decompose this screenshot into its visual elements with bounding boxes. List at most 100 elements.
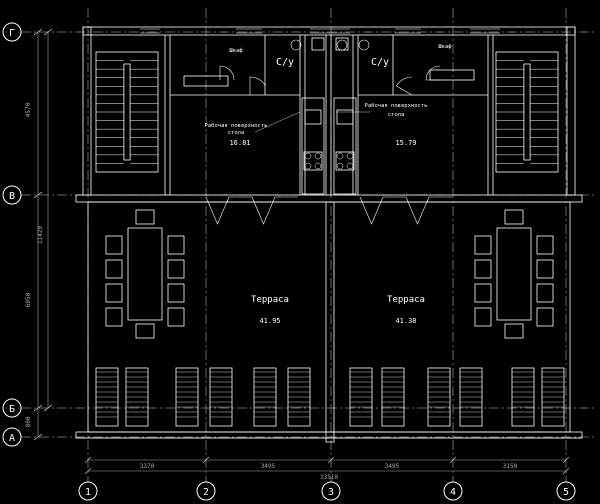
chair [536, 259, 554, 279]
chair [504, 209, 524, 225]
toilet-fixture [290, 39, 302, 51]
area-terrace-left: 41.95 [259, 317, 280, 325]
dimension-tick [43, 28, 53, 36]
folding-door-right [359, 196, 452, 225]
area-terrace-right: 41.38 [395, 317, 416, 325]
dimension-tick [202, 456, 210, 464]
closet-label-left: Шкаф [229, 48, 243, 54]
door-swing [425, 65, 441, 81]
axis-bubble [2, 398, 22, 418]
burner [336, 152, 344, 160]
worktop-label-left-2: стола [228, 130, 245, 136]
door-swing [249, 76, 266, 95]
wc-label-right: С/у [371, 57, 389, 68]
kitchen-sink [336, 109, 354, 125]
stair-well [123, 63, 131, 161]
axis-label: 4 [450, 487, 456, 498]
burner [304, 152, 312, 160]
chair [474, 283, 492, 303]
worktop-label-right: Рабочая поверхность [365, 102, 428, 109]
terrace-label-right: Терраса [387, 295, 425, 305]
drawing-geometry [21, 8, 595, 482]
dimension-tick [562, 467, 570, 475]
chair [474, 259, 492, 279]
dimension-tick [327, 456, 335, 464]
chair [105, 235, 123, 255]
stove [303, 151, 323, 171]
worktop-label-right-2: стола [388, 112, 405, 118]
chair [536, 283, 554, 303]
axis-label: 2 [203, 487, 209, 498]
terrace-label-left: Терраса [251, 295, 289, 305]
chair [536, 307, 554, 327]
axis-bubble [556, 481, 576, 501]
axis-bubble [443, 481, 463, 501]
closet [429, 69, 475, 81]
axis-label: А [9, 433, 15, 444]
dimension-tick [84, 456, 92, 464]
chair [167, 283, 185, 303]
axis-bubble [2, 22, 22, 42]
dimension-tick [33, 433, 43, 441]
chair [474, 307, 492, 327]
chair [167, 259, 185, 279]
dimension-text: 3150 [503, 463, 518, 470]
kitchen-counter [301, 97, 325, 195]
room-labels: С/у С/у Шкаф Шкаф Рабочая поверхность ст… [205, 44, 453, 325]
axis-bubble [78, 481, 98, 501]
bottom-dimensions: 3370 3495 3495 3150 13510 [140, 463, 518, 481]
outer-wall-right [566, 26, 576, 196]
door-swing [219, 65, 235, 81]
dimension-tick [43, 404, 53, 412]
chair [105, 307, 123, 327]
chair [105, 259, 123, 279]
area-kitchen-left: 16.81 [229, 139, 250, 147]
closet [183, 75, 229, 87]
chair [105, 283, 123, 303]
burner [346, 162, 354, 170]
chair [135, 209, 155, 225]
dining-table-right [496, 227, 532, 321]
chair [135, 323, 155, 339]
area-kitchen-right: 15.79 [395, 139, 416, 147]
axis-bubble [2, 185, 22, 205]
dimension-tick [33, 404, 43, 412]
axis-label: В [9, 191, 15, 202]
door-swing [396, 76, 413, 96]
dimension-tick [33, 191, 43, 199]
terrace-divider [325, 201, 335, 443]
stove [335, 151, 355, 171]
worktop-label-left: Рабочая поверхность [205, 122, 268, 129]
toilet-fixture [336, 39, 348, 51]
leader-line [254, 111, 301, 133]
dimension-text: 6050 [25, 292, 32, 307]
axis-bubble [196, 481, 216, 501]
dimension-text: 3495 [261, 463, 276, 470]
dimension-tick [33, 28, 43, 36]
burner [346, 152, 354, 160]
dimension-tick [562, 456, 570, 464]
terrace-edge [75, 194, 583, 203]
dimension-text: 3495 [385, 463, 400, 470]
burner [304, 162, 312, 170]
kitchen-counter [333, 97, 357, 195]
outer-wall-left [82, 26, 92, 196]
terrace-outline [87, 201, 571, 433]
axis-label: 3 [328, 487, 334, 498]
axis-label: Б [9, 404, 15, 415]
chair [474, 235, 492, 255]
dining-table-left [127, 227, 163, 321]
dimension-tick [449, 456, 457, 464]
chair [167, 235, 185, 255]
burner [336, 162, 344, 170]
row-axis-markers: Г В Б А [2, 22, 22, 447]
stair-well [523, 63, 531, 161]
dimension-total-text: 13510 [320, 474, 338, 481]
burner [314, 162, 322, 170]
sink-fixture [311, 37, 325, 51]
dimension-total-text: 11420 [37, 226, 44, 244]
axis-bubble [2, 427, 22, 447]
column-axis-markers: 1 2 3 4 5 [78, 481, 576, 501]
burner [314, 152, 322, 160]
